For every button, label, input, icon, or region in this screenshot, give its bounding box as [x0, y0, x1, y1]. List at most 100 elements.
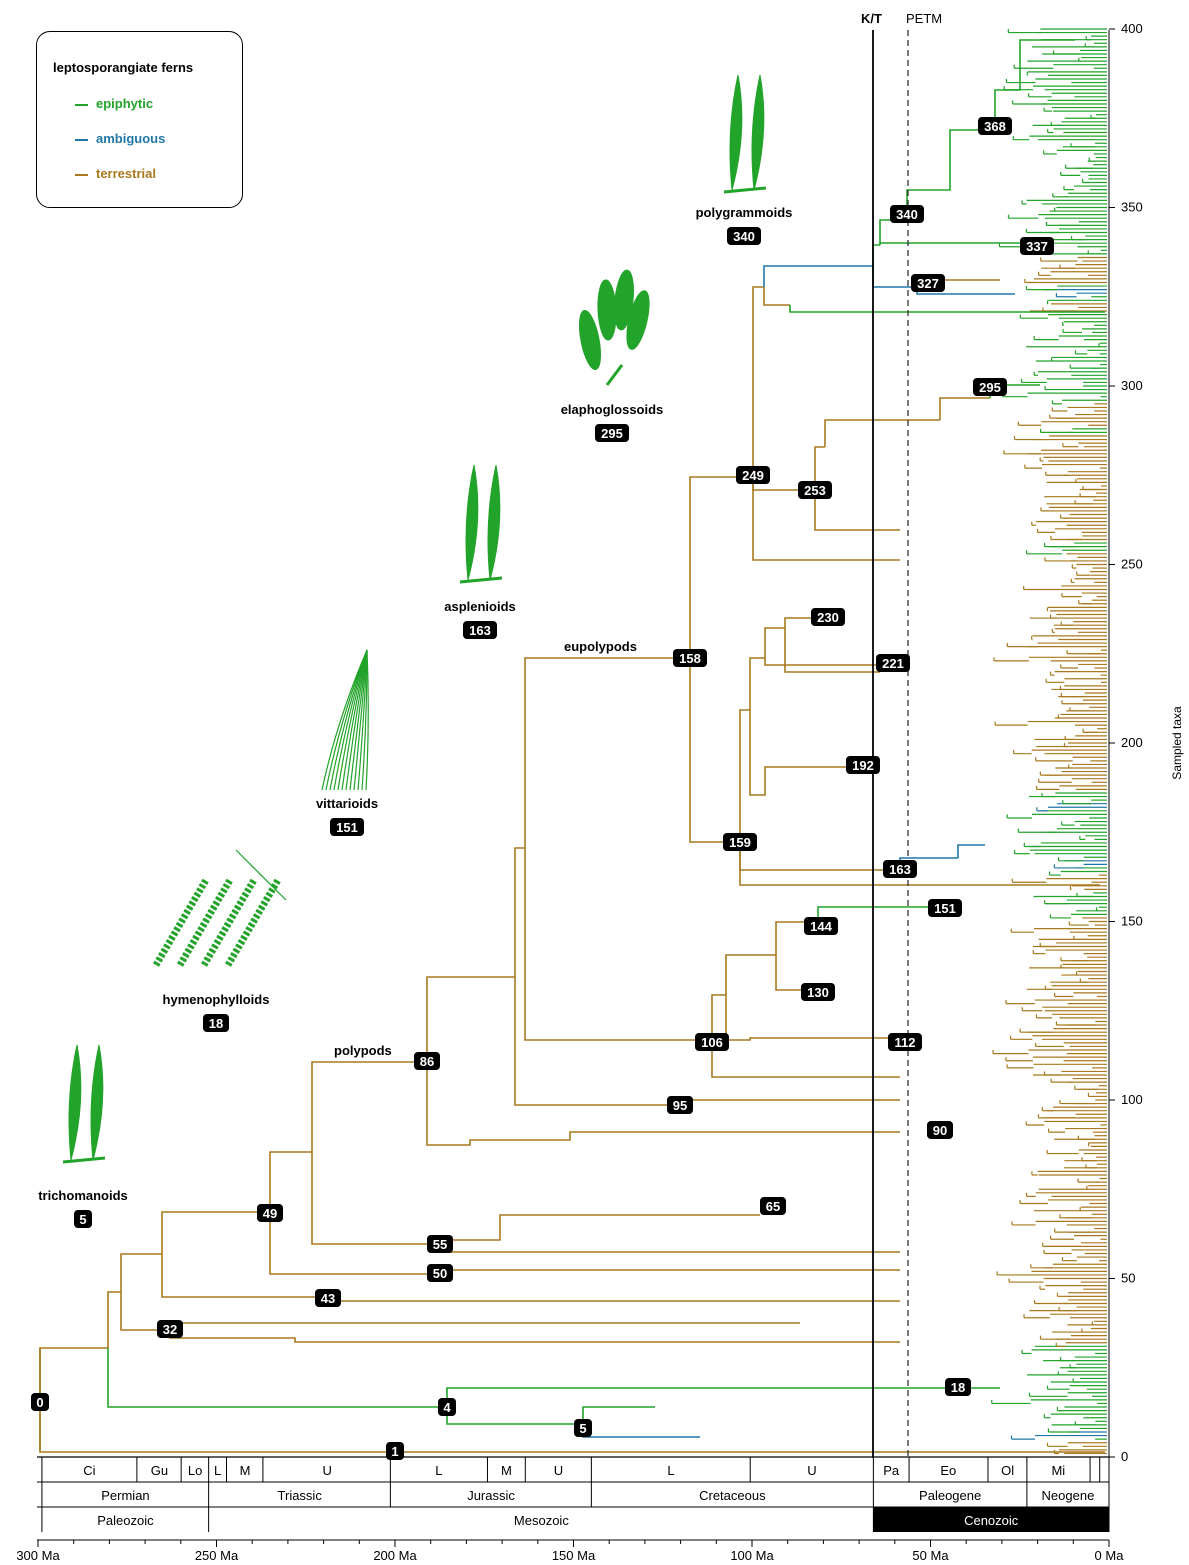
node-label-0: 0	[36, 1395, 43, 1410]
strand-shape	[341, 649, 368, 791]
node-label-43: 43	[321, 1291, 335, 1306]
clade-node-340: 340	[733, 229, 755, 244]
node-label-5: 5	[579, 1421, 586, 1436]
node-label-55: 55	[433, 1237, 447, 1252]
tree-branch	[749, 710, 878, 796]
node-label-368: 368	[984, 119, 1006, 134]
y-tick-label: 50	[1121, 1271, 1135, 1286]
blade-shape	[578, 310, 602, 370]
period-Paleogene: Paleogene	[919, 1488, 981, 1503]
vittarioids-icon	[321, 649, 369, 791]
strand-shape	[345, 649, 368, 791]
node-label-253: 253	[804, 483, 826, 498]
legend-label-epiphytic: epiphytic	[96, 96, 154, 111]
node-label-box	[736, 466, 770, 484]
tree-branch	[582, 1406, 655, 1424]
tree-branch	[311, 1152, 760, 1245]
node-label-158: 158	[679, 651, 701, 666]
tree-branch	[711, 994, 726, 1040]
tree-branch	[524, 848, 712, 1041]
legend-item-terrestrial: terrestrial	[75, 166, 156, 181]
asplenioids-icon	[459, 464, 503, 584]
node-label-192: 192	[852, 758, 874, 773]
strand-shape	[365, 649, 369, 791]
node-label-340: 340	[896, 207, 918, 222]
x-tick-label: 300 Ma	[16, 1548, 60, 1563]
tree-branch	[514, 847, 525, 977]
node-label-1: 1	[391, 1444, 398, 1459]
era-Mesozoic: Mesozoic	[514, 1513, 569, 1528]
branchlet-shape	[235, 849, 287, 901]
trichomanoids-icon	[62, 1044, 106, 1164]
clade-node-box	[727, 227, 761, 245]
clade-node-295: 295	[601, 426, 623, 441]
tree-branch	[872, 244, 880, 266]
tree-branch	[169, 1322, 800, 1330]
x-tick-label: 50 Ma	[912, 1548, 949, 1563]
frond-shape	[729, 74, 743, 191]
y-tick-label: 0	[1121, 1449, 1128, 1464]
tree-branch	[711, 1040, 900, 1078]
tree-branch	[426, 1062, 900, 1146]
node-label-box	[801, 983, 835, 1001]
clade-elaphoglossoids: elaphoglossoids 295	[561, 269, 664, 442]
node-label-box	[31, 1393, 49, 1411]
epoch-U: U	[807, 1463, 816, 1478]
clade-node-box	[74, 1210, 92, 1228]
strand-shape	[353, 649, 368, 791]
node-label-box	[927, 1121, 953, 1139]
node-label-box	[760, 1197, 786, 1215]
polypods-label: polypods	[334, 1043, 392, 1058]
tree-branch	[814, 490, 900, 531]
clade-node-163: 163	[469, 623, 491, 638]
strand-shape	[321, 649, 368, 791]
node-label-144: 144	[810, 919, 832, 934]
node-label-249: 249	[742, 468, 764, 483]
clade-node-151: 151	[336, 820, 358, 835]
clade-label-asplenioids: asplenioids	[444, 599, 516, 614]
tree-branch	[107, 1291, 121, 1348]
epoch-M: M	[240, 1463, 251, 1478]
tree-branch	[739, 842, 1100, 886]
epoch-Eo: Eo	[940, 1463, 956, 1478]
tree-branch	[939, 397, 990, 420]
node-label-box	[427, 1264, 453, 1282]
frond-shape	[465, 464, 479, 581]
tree-branch	[764, 627, 785, 658]
strand-shape	[361, 649, 368, 791]
tree-branch	[39, 1348, 1105, 1453]
node-label-box	[386, 1442, 404, 1460]
epoch-U: U	[322, 1463, 331, 1478]
node-label-49: 49	[263, 1206, 277, 1221]
strand-shape	[349, 649, 368, 791]
node-label-box	[945, 1378, 971, 1396]
tree-branch	[817, 906, 945, 922]
node-label-box	[427, 1235, 453, 1253]
clade-label-elaphoglossoids: elaphoglossoids	[561, 402, 664, 417]
legend-item-epiphytic: epiphytic	[75, 96, 154, 111]
tree-branch	[524, 657, 690, 848]
node-label-106: 106	[701, 1035, 723, 1050]
node-label-90: 90	[933, 1123, 947, 1138]
legend: leptosporangiate ferns epiphytic ambiguo…	[36, 31, 243, 208]
tree-branch	[752, 286, 764, 477]
node-label-box	[438, 1398, 456, 1416]
node-label-box	[890, 205, 924, 223]
epoch-Lo: Lo	[188, 1463, 202, 1478]
stem-shape	[605, 364, 624, 386]
y-tick-label: 300	[1121, 378, 1143, 393]
node-label-18: 18	[951, 1380, 965, 1395]
strand-shape	[337, 649, 368, 791]
node-label-box	[157, 1320, 183, 1338]
node-label-32: 32	[163, 1322, 177, 1337]
node-label-box	[798, 481, 832, 499]
era-Paleozoic: Paleozoic	[97, 1513, 154, 1528]
node-label-163: 163	[889, 862, 911, 877]
strand-shape	[329, 649, 368, 791]
x-tick-label: 100 Ma	[730, 1548, 774, 1563]
node-label-295: 295	[979, 380, 1001, 395]
node-label-box	[911, 274, 945, 292]
